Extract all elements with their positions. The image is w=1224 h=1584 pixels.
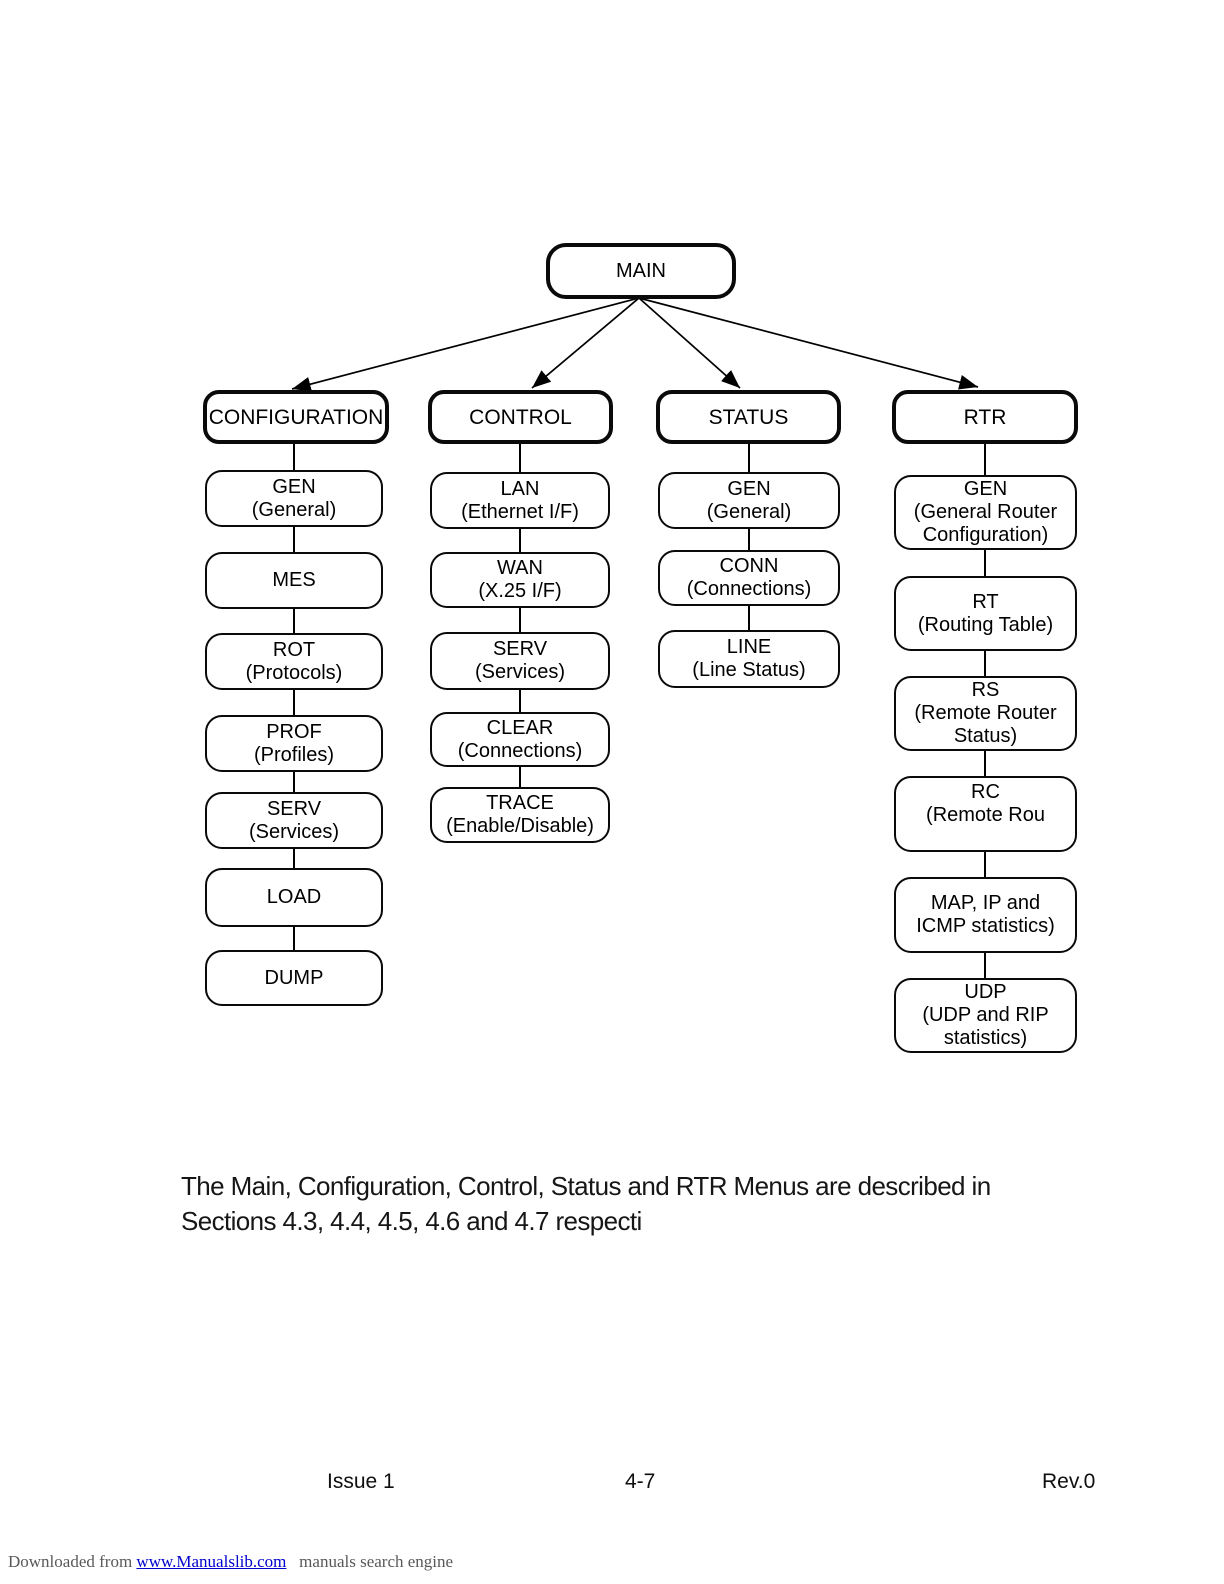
node-label: SERV	[492, 638, 548, 660]
node-sublabel: (Services)	[474, 661, 565, 683]
node-config-prof: PROF (Profiles)	[205, 715, 383, 772]
node-label: MES	[272, 569, 316, 591]
node-sublabel: (General Router Configuration)	[913, 501, 1058, 546]
node-rtr-rc: RC (Remote Rou	[894, 776, 1077, 852]
node-label: GEN	[272, 475, 316, 498]
node-label: ROT	[272, 638, 316, 661]
node-control-serv: SERV (Services)	[430, 632, 610, 690]
node-label: TRACE	[486, 792, 554, 814]
watermark-suffix: manuals search engine	[299, 1552, 454, 1571]
watermark: Downloaded from www.Manualslib.com manua…	[8, 1552, 453, 1572]
footer-page-number: 4-7	[625, 1470, 656, 1493]
node-label: RC	[971, 781, 1000, 803]
node-label: MAP, IP and	[930, 892, 1041, 914]
node-control-clear: CLEAR (Connections)	[430, 712, 610, 767]
node-label: CLEAR	[486, 716, 554, 739]
manualslib-link[interactable]: www.Manualslib.com	[136, 1552, 287, 1571]
description-line-2: Sections 4.3, 4.4, 4.5, 4.6 and 4.7 resp…	[181, 1206, 642, 1236]
node-status-line: LINE (Line Status)	[658, 630, 840, 688]
node-main: MAIN	[546, 243, 736, 299]
node-rtr-gen: GEN (General Router Configuration)	[894, 475, 1077, 550]
node-config-serv: SERV (Services)	[205, 792, 383, 849]
node-rtr-map-ip-icmp: MAP, IP and ICMP statistics)	[894, 877, 1077, 953]
node-label: LINE	[726, 636, 772, 658]
node-sublabel: (Line Status)	[692, 659, 806, 681]
node-config-dump: DUMP	[205, 950, 383, 1006]
footer-issue: Issue 1	[327, 1470, 395, 1493]
node-config-rot: ROT (Protocols)	[205, 633, 383, 690]
node-label: GEN	[963, 478, 1008, 500]
node-sublabel: ICMP statistics)	[916, 915, 1055, 937]
node-label: LOAD	[266, 886, 322, 908]
node-label: CONFIGURATION	[208, 405, 384, 429]
node-label: PROF	[266, 720, 322, 743]
watermark-prefix: Downloaded from	[8, 1552, 133, 1571]
node-rtr-rs: RS (Remote Router Status)	[894, 676, 1077, 751]
node-sublabel: (X.25 I/F)	[478, 580, 562, 602]
node-sublabel: (Remote Router Status)	[914, 702, 1057, 747]
node-label: MAIN	[616, 259, 666, 282]
description-line-1: The Main, Configuration, Control, Status…	[181, 1171, 991, 1201]
node-label: DUMP	[264, 966, 324, 989]
node-label: WAN	[497, 557, 543, 579]
node-config-gen: GEN (General)	[205, 470, 383, 527]
node-label: CONTROL	[469, 405, 572, 429]
node-label: LAN	[500, 477, 540, 500]
node-label: SERV	[266, 797, 322, 820]
node-label: UDP	[964, 981, 1007, 1003]
node-sublabel: (Routing Table)	[917, 613, 1054, 636]
node-rtr: RTR	[892, 390, 1078, 444]
node-status-gen: GEN (General)	[658, 472, 840, 529]
node-control-trace: TRACE (Enable/Disable)	[430, 787, 610, 843]
node-control-lan: LAN (Ethernet I/F)	[430, 472, 610, 529]
node-label: CONN	[719, 555, 779, 577]
node-configuration: CONFIGURATION	[203, 390, 389, 444]
node-sublabel: (Connections)	[457, 739, 583, 762]
node-status-conn: CONN (Connections)	[658, 550, 840, 606]
node-sublabel: (Protocols)	[245, 661, 343, 684]
node-rtr-udp: UDP (UDP and RIP statistics)	[894, 978, 1077, 1053]
node-sublabel: (General)	[251, 498, 337, 521]
node-sublabel: (General)	[706, 500, 792, 523]
node-sublabel: (Profiles)	[253, 743, 334, 766]
node-sublabel: (Connections)	[686, 578, 812, 600]
node-sublabel: (Services)	[248, 820, 339, 843]
node-control: CONTROL	[428, 390, 613, 444]
node-status: STATUS	[656, 390, 841, 444]
node-label: RS	[971, 679, 1000, 701]
footer-revision: Rev.0	[1042, 1470, 1096, 1493]
node-sublabel: (Ethernet I/F)	[461, 500, 579, 523]
node-sublabel: (Enable/Disable)	[446, 815, 594, 837]
node-label: RTR	[963, 405, 1007, 429]
node-label: STATUS	[708, 405, 789, 429]
node-rtr-rt: RT (Routing Table)	[894, 576, 1077, 651]
node-config-mes: MES	[205, 552, 383, 609]
node-sublabel: (Remote Rou	[926, 804, 1045, 826]
node-control-wan: WAN (X.25 I/F)	[430, 552, 610, 608]
node-label: RT	[972, 590, 999, 613]
node-config-load: LOAD	[205, 868, 383, 927]
node-sublabel: (UDP and RIP statistics)	[922, 1004, 1049, 1049]
node-label: GEN	[727, 477, 771, 500]
